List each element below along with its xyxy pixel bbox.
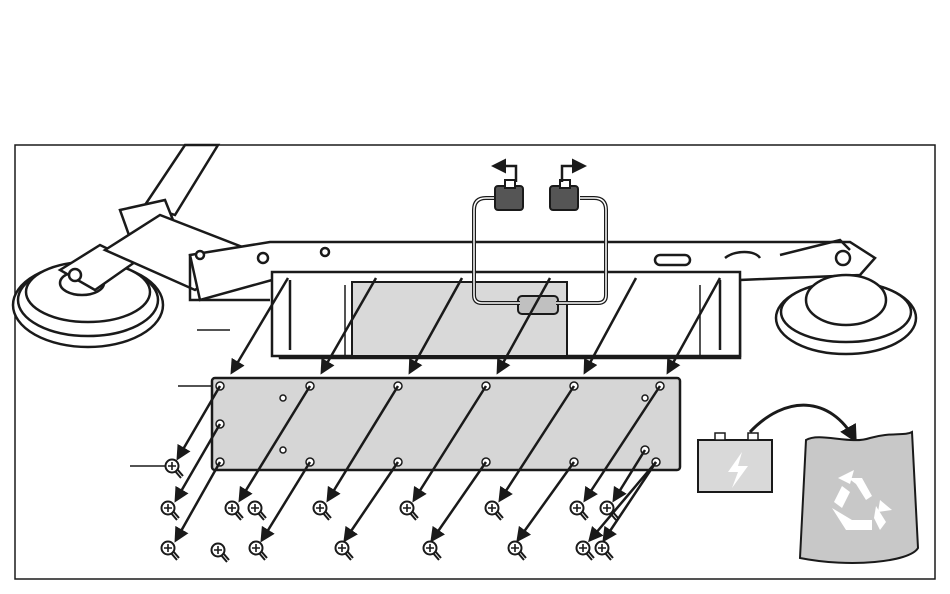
battery-pack bbox=[352, 282, 567, 356]
battery-discard bbox=[698, 433, 772, 492]
recycle-bag bbox=[800, 432, 918, 563]
battery-cover-plate bbox=[212, 378, 680, 470]
